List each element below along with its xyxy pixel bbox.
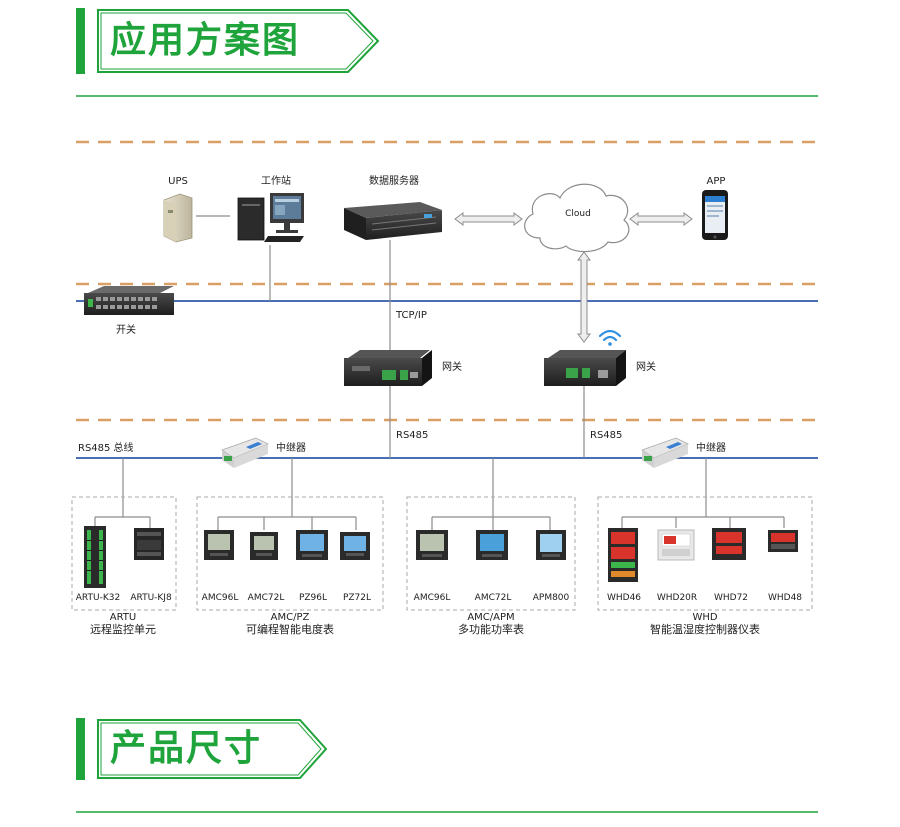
label-cloud: Cloud: [565, 209, 591, 219]
group-box-amc-pz: [196, 496, 384, 611]
label-server: 数据服务器: [369, 176, 419, 187]
group-code-amc-apm: AMC/APM: [467, 612, 515, 623]
label-tcpip: TCP/IP: [396, 310, 427, 321]
header2-arrow-frame: [97, 719, 328, 779]
group-box-artu: [71, 496, 177, 611]
device-label-artu-kj8: ARTU-KJ8: [130, 593, 172, 603]
device-label-apm800: APM800: [532, 593, 570, 603]
device-label-whd20r: WHD20R: [656, 593, 698, 603]
pz72l-meter-icon: [340, 532, 370, 560]
repeater-left-icon: [221, 437, 269, 468]
device-label-whd48: WHD48: [767, 593, 803, 603]
apm800-meter-icon: [536, 530, 566, 560]
label-rs485-bus: RS485 总线: [78, 443, 134, 454]
gateway-right-icon: [544, 350, 626, 386]
device-label-amc96l-apm: AMC96L: [413, 593, 451, 603]
label-repeater-right: 中继器: [696, 443, 726, 454]
label-app: APP: [706, 176, 726, 187]
whd72-controller-icon: [712, 528, 746, 560]
amc72l-apm-meter-icon: [476, 530, 508, 560]
group-code-amc-pz: AMC/PZ: [270, 612, 310, 623]
workstation-icon: [237, 193, 304, 242]
bidirectional-arrows: [454, 212, 693, 343]
server-icon: [344, 202, 442, 240]
whd48-controller-icon: [768, 530, 798, 552]
group-box-whd: [597, 496, 813, 611]
artu-kj8-icon: [134, 528, 164, 560]
group-name-amc-apm: 多功能功率表: [458, 623, 524, 636]
label-gateway-left: 网关: [442, 362, 462, 373]
header-bar: [76, 8, 85, 74]
device-label-whd72: WHD72: [713, 593, 749, 603]
ups-icon: [163, 193, 193, 243]
label-rs485-left: RS485: [396, 430, 429, 441]
group-name-amc-pz: 可编程智能电度表: [246, 623, 334, 636]
label-workstation: 工作站: [261, 176, 291, 187]
group-box-amc-apm: [406, 496, 576, 611]
whd46-controller-icon: [608, 528, 638, 582]
label-switch: 开关: [116, 325, 136, 336]
switch-icon: [84, 286, 174, 315]
label-rs485-right: RS485: [590, 430, 623, 441]
device-label-amc72l: AMC72L: [247, 593, 285, 603]
header2-arrow-frame-inner: [100, 722, 322, 776]
repeater-right-icon: [641, 437, 689, 468]
amc96l-apm-meter-icon: [416, 530, 448, 560]
device-label-artu-k32: ARTU-K32: [75, 593, 121, 603]
group-code-artu: ARTU: [109, 612, 137, 623]
group-code-whd: WHD: [692, 612, 718, 623]
app-phone-icon: [702, 190, 728, 240]
header-title-application-diagram: 应用方案图: [110, 20, 301, 61]
label-repeater-left: 中继器: [276, 443, 306, 454]
server-cloud-arrow: [454, 212, 523, 226]
cloud-gateway-arrow: [577, 251, 591, 343]
label-ups: UPS: [168, 176, 188, 187]
pz96l-meter-icon: [296, 530, 328, 560]
group-title-whd: WHD 智能温湿度控制器仪表: [650, 612, 760, 636]
header-arrow-frame: [97, 9, 380, 73]
group-title-amc-pz: AMC/PZ 可编程智能电度表: [246, 612, 334, 636]
device-label-amc72l-apm: AMC72L: [474, 593, 512, 603]
dashed-separators: [76, 140, 818, 422]
group-name-whd: 智能温湿度控制器仪表: [650, 623, 760, 636]
whd20r-controller-icon: [657, 529, 695, 561]
group-title-artu: ARTU 远程监控单元: [90, 612, 156, 636]
artu-k32-icon: [84, 526, 106, 588]
device-label-pz72l: PZ72L: [342, 593, 372, 603]
wifi-icon: [598, 329, 622, 346]
gateway-left-icon: [344, 350, 432, 386]
device-group-boxes: [71, 496, 813, 611]
header-application-diagram: [76, 8, 818, 97]
header-title-product-size: 产品尺寸: [110, 728, 263, 769]
label-gateway-right: 网关: [636, 362, 656, 373]
amc96l-meter-icon: [204, 530, 234, 560]
device-label-pz96l: PZ96L: [298, 593, 328, 603]
header2-bar: [76, 718, 85, 780]
cloud-app-arrow: [629, 212, 693, 226]
group-name-artu: 远程监控单元: [90, 623, 156, 636]
amc72l-meter-icon: [250, 532, 278, 560]
device-label-amc96l: AMC96L: [201, 593, 239, 603]
header-product-size: [76, 718, 818, 813]
connector-lines: [94, 215, 785, 530]
group-title-amc-apm: AMC/APM 多功能功率表: [458, 612, 524, 636]
device-label-whd46: WHD46: [606, 593, 642, 603]
cloud-shape: [524, 183, 630, 253]
header-arrow-frame-inner: [100, 12, 374, 70]
